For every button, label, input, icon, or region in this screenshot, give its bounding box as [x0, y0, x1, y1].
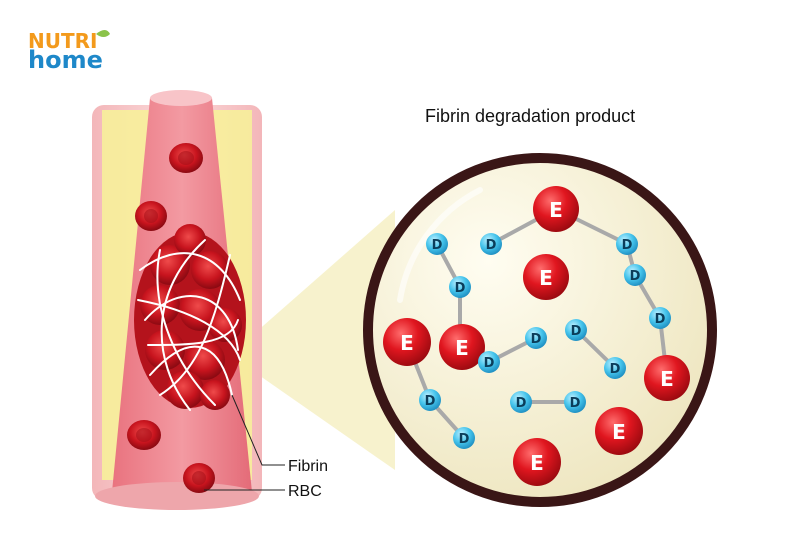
- svg-text:D: D: [622, 238, 633, 253]
- svg-text:D: D: [516, 396, 527, 411]
- d-molecule: D: [453, 427, 475, 449]
- e-molecule: E: [644, 355, 690, 401]
- red-blood-cell: [127, 420, 161, 450]
- svg-text:D: D: [655, 312, 666, 327]
- fibrin-label: Fibrin: [288, 458, 328, 475]
- d-molecule: D: [426, 233, 448, 255]
- fibrin-strands: [137, 239, 241, 411]
- e-molecule: E: [439, 324, 485, 370]
- blood-clot: [134, 224, 246, 411]
- svg-text:E: E: [612, 420, 626, 444]
- d-molecule: D: [525, 327, 547, 349]
- logo-text-bottom: home: [28, 46, 103, 74]
- svg-text:D: D: [531, 332, 542, 347]
- vessel-top-opening: [150, 90, 212, 106]
- d-molecule: D: [419, 389, 441, 411]
- red-blood-cell: [183, 463, 215, 493]
- svg-text:D: D: [571, 324, 582, 339]
- svg-text:E: E: [455, 336, 469, 360]
- svg-text:D: D: [610, 362, 621, 377]
- nutrihome-logo: NUTRI home: [28, 29, 110, 74]
- svg-text:E: E: [539, 266, 553, 290]
- magnifier-cone: [230, 210, 395, 470]
- blood-vessel: [92, 90, 285, 510]
- d-molecule: D: [510, 391, 532, 413]
- svg-text:D: D: [484, 356, 495, 371]
- logo-text-top: NUTRI: [28, 29, 97, 53]
- vessel-bottom-opening: [95, 482, 259, 510]
- svg-text:E: E: [530, 451, 544, 475]
- red-blood-cell: [135, 201, 167, 231]
- d-molecule: D: [449, 276, 471, 298]
- svg-text:D: D: [425, 394, 436, 409]
- e-molecule: E: [533, 186, 579, 232]
- red-blood-cell: [169, 143, 203, 173]
- d-molecule: D: [616, 233, 638, 255]
- rbc-label: RBC: [288, 483, 322, 500]
- d-molecule: D: [564, 391, 586, 413]
- d-molecule: D: [478, 351, 500, 373]
- leaf-icon: [96, 30, 110, 37]
- d-molecule: D: [649, 307, 671, 329]
- e-molecule: E: [513, 438, 561, 486]
- svg-text:D: D: [630, 269, 641, 284]
- svg-text:E: E: [400, 331, 414, 355]
- svg-text:D: D: [486, 238, 497, 253]
- svg-text:E: E: [660, 367, 674, 391]
- svg-text:D: D: [459, 432, 470, 447]
- glass-highlight: [397, 187, 483, 303]
- svg-text:D: D: [570, 396, 581, 411]
- magnified-view: E E E E E E E: [363, 153, 717, 507]
- fat-deposit-left: [102, 110, 150, 480]
- d-molecule: D: [480, 233, 502, 255]
- svg-text:D: D: [432, 238, 443, 253]
- e-molecule: E: [383, 318, 431, 366]
- e-molecule: E: [523, 254, 569, 300]
- d-molecule: D: [604, 357, 626, 379]
- svg-text:D: D: [455, 281, 466, 296]
- e-molecule: E: [595, 407, 643, 455]
- fibrin-leader-line: [231, 394, 285, 466]
- diagram-title: Fibrin degradation product: [425, 106, 635, 126]
- svg-text:E: E: [549, 198, 563, 222]
- d-molecule: D: [624, 264, 646, 286]
- d-molecule: D: [565, 319, 587, 341]
